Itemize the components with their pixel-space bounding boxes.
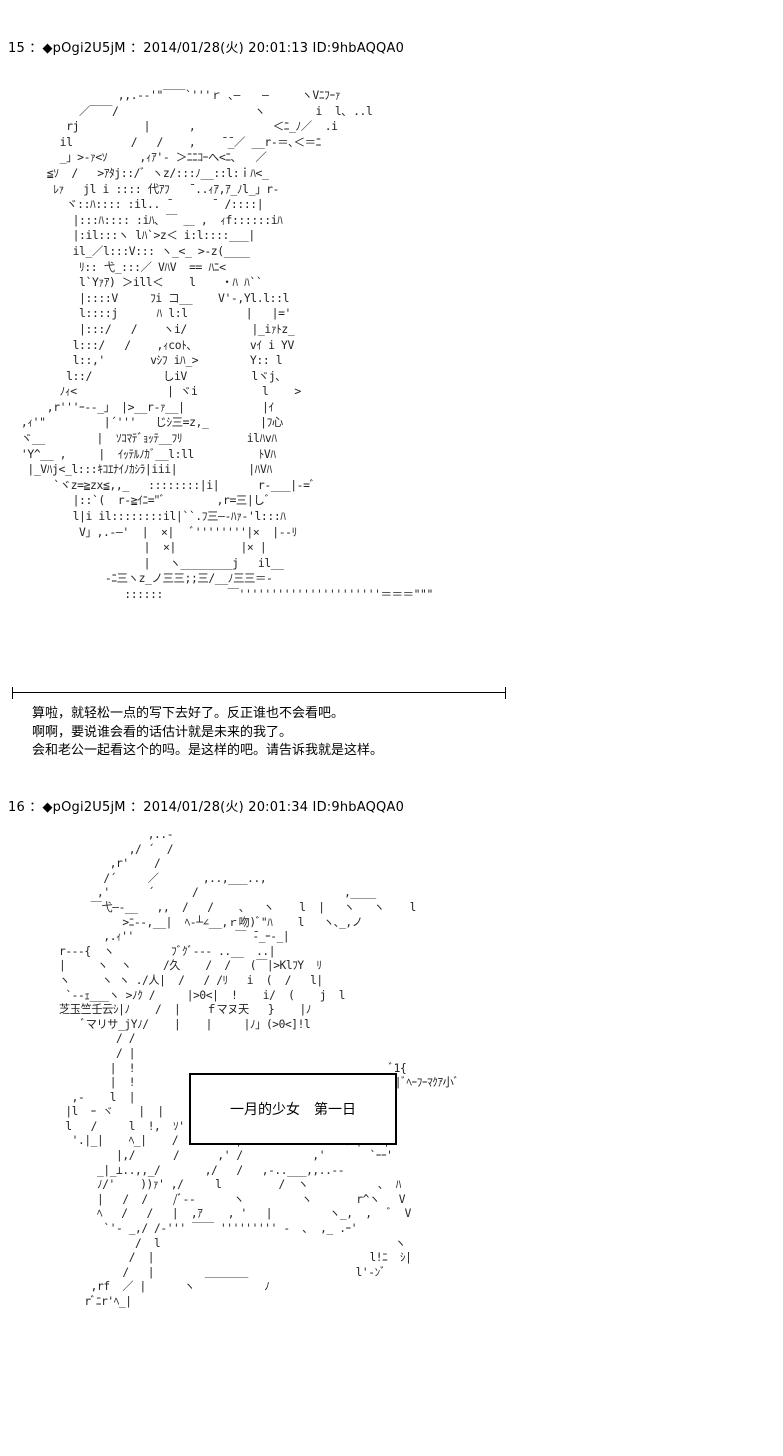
divider-tick-right [505, 687, 506, 699]
narration-text: 算啦，就轻松一点的写下去好了。反正谁也不会看吧。 啊啊，要说谁会看的话估计就是未… [32, 705, 383, 761]
divider-tick-left [12, 687, 13, 699]
ascii-art-15: ,,.-‐'"￣￣`'''ｒ ､― ― ヽVﾆﾌｰｧ ／￣￣/ ヽ i l､ .… [20, 88, 433, 601]
post-header-16: 16 ：◆pOgi2U5jM ：2014/01/28(火) 20:01:34 I… [8, 800, 405, 815]
divider-line [12, 687, 506, 699]
caption-box: 一月的少女 第一日 [189, 1073, 397, 1145]
narration-line: 啊啊，要说谁会看的话估计就是未来的我了。 [32, 724, 293, 740]
narration-line: 算啦，就轻松一点的写下去好了。反正谁也不会看吧。 [32, 706, 345, 721]
post-header-15: 15 ：◆pOgi2U5jM ：2014/01/28(火) 20:01:13 I… [8, 41, 405, 56]
ascii-art-16: ,..- ,/ ´ / ,r' / /´ ／ ,..,___.., ,' ´ /… [59, 828, 459, 1308]
narration-line: 会和老公一起看这个的吗。是这样的吧。请告诉我就是这样。 [32, 743, 384, 758]
caption-text: 一月的少女 第一日 [230, 1102, 356, 1118]
